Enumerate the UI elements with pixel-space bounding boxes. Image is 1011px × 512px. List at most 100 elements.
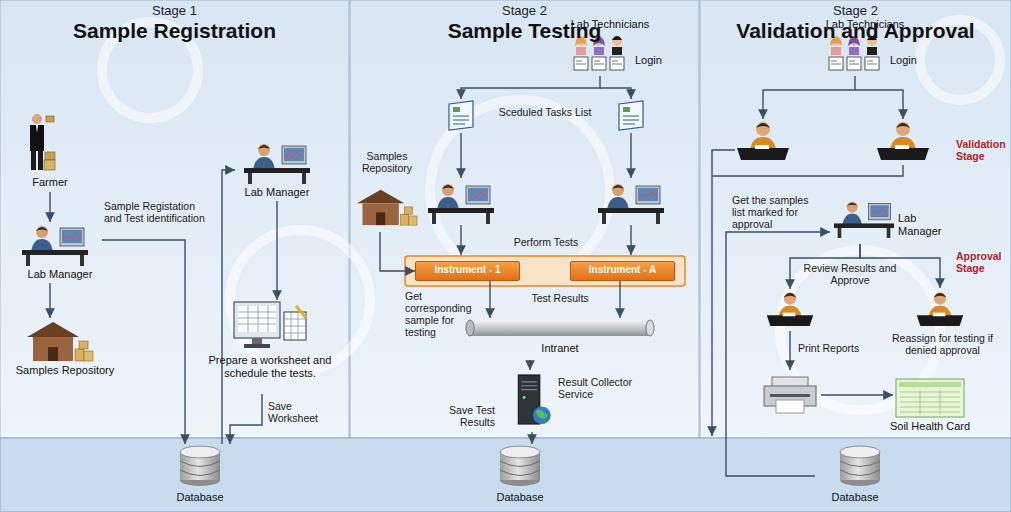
edge-label: Save Worksheet <box>268 400 343 424</box>
approver-icon <box>767 292 813 326</box>
node-caption: Login <box>635 54 675 67</box>
drawing-part <box>466 320 474 336</box>
flow-arrow <box>49 283 50 318</box>
validator-icon <box>877 122 929 160</box>
panel-ground <box>350 0 699 438</box>
instrument-bar <box>405 256 685 286</box>
lab-manager-desk: Lab Manager <box>235 140 319 201</box>
reassign-icon <box>917 292 963 326</box>
stage-number: Stage 2 <box>350 4 699 19</box>
database-band <box>0 438 1011 512</box>
flow-arrow <box>49 192 50 222</box>
farmer-figure: Farmer <box>20 110 80 192</box>
stage-panel: Stage 2Sample TestingLab TechniciansLogi… <box>350 0 699 512</box>
drawing-part <box>470 320 650 336</box>
flow-arrow <box>619 281 620 318</box>
flow-arrow <box>531 432 532 444</box>
drawing-part <box>430 100 610 280</box>
instrument-tab: Instrument - 1 <box>415 261 520 281</box>
node-caption: Lab Technicians <box>800 18 930 31</box>
node-caption: Lab Manager <box>898 212 960 237</box>
farmer-icon <box>30 114 55 170</box>
database-icon <box>180 446 220 486</box>
node-caption: Database <box>160 491 240 504</box>
drawing-part <box>630 225 631 255</box>
instrument-tab: Instrument - A <box>570 261 675 281</box>
technician-group: Lab TechniciansLogin <box>800 18 930 76</box>
database-icon <box>500 446 540 486</box>
node-caption: Farmer <box>20 176 80 189</box>
stage-tag: Validation Stage <box>956 138 1006 162</box>
node-caption: Lab Technicians <box>545 18 675 31</box>
node-caption: Reassign for testing if denied approval <box>880 332 1005 356</box>
node-caption: Intranet <box>470 342 650 355</box>
node-caption: Lab Manager <box>235 186 319 199</box>
drawing-part <box>460 225 461 255</box>
sample-store: Samples Repository <box>352 150 422 232</box>
edge-label: Get the samples list marked for approval <box>732 194 824 230</box>
intranet-pipe-icon <box>466 320 654 336</box>
server-icon <box>518 375 550 424</box>
drawing-part <box>712 165 903 176</box>
manager-icon <box>22 226 88 266</box>
node-caption: Instrument - 1 <box>416 264 519 276</box>
reassign-desk: Reassign for testing if denied approval <box>880 288 1005 372</box>
drawing-part <box>230 230 370 370</box>
result-server: Result Collector Service <box>510 370 640 432</box>
edge-label: Save Test Results <box>440 404 495 428</box>
node-caption: Database <box>480 491 560 504</box>
edge-label: Get corresponding sample for testing <box>405 290 465 338</box>
node-caption: Soil Health Card <box>880 420 980 433</box>
flow-note: Perform Tests <box>496 236 596 248</box>
drawing-part <box>646 320 654 336</box>
node-caption: Database <box>815 491 895 504</box>
drawing-part <box>712 150 735 436</box>
node-caption: Samples Repository <box>352 150 422 174</box>
task-list-icon <box>449 101 473 130</box>
database-cylinder: Database <box>160 444 240 508</box>
flow-lines <box>461 76 903 436</box>
flow-arrow <box>529 360 530 370</box>
stage-title: Sample Registration <box>0 19 349 43</box>
panel-ground <box>700 0 1011 438</box>
decor-swirls <box>102 20 1000 410</box>
stage-number: Stage 2 <box>700 4 1011 19</box>
worksheet-computer: Prepare a worksheet and schedule the tes… <box>195 300 345 394</box>
repository-icon <box>357 190 417 225</box>
flow-note: Review Results and Approve <box>800 262 900 286</box>
flow-arrow <box>489 281 490 318</box>
drawing-part <box>789 331 790 370</box>
lab-manager-desk: Lab Manager <box>830 198 960 244</box>
flow-note: Sceduled Tasks List <box>490 106 600 118</box>
database-cylinder: Database <box>815 444 895 508</box>
flow-arrow <box>102 240 185 444</box>
database-icon <box>840 446 880 486</box>
flow-arrow <box>276 201 277 300</box>
flow-arrow <box>380 232 415 271</box>
lab-manager-desk: Lab Manager <box>18 222 102 283</box>
flow-note: Print Reports <box>798 342 873 354</box>
worksheet-icon <box>234 302 306 348</box>
drawing-part <box>460 133 461 178</box>
stage-panel: Stage 1Sample RegistrationFarmerLab Mana… <box>0 0 349 512</box>
sample-store: Samples Repository <box>10 318 120 380</box>
drawing-part <box>763 76 855 119</box>
drawing-part <box>630 133 631 178</box>
intranet-pipe: Intranet <box>470 318 650 360</box>
stage-tag: Approval Stage <box>956 250 1006 274</box>
technician-desk-icon <box>598 184 664 224</box>
node-caption: Samples Repository <box>10 364 120 377</box>
node-caption: Result Collector Service <box>558 376 638 400</box>
drawing-part <box>821 394 893 395</box>
edge-label: Sample Registation and Test identificati… <box>104 200 214 224</box>
node-caption: Instrument - A <box>571 264 674 276</box>
stage-number: Stage 1 <box>0 4 349 19</box>
drawing-part <box>600 88 631 99</box>
flow-note: Test Results <box>525 292 595 304</box>
repository-icon <box>27 322 93 361</box>
flow-arrow <box>230 394 262 444</box>
